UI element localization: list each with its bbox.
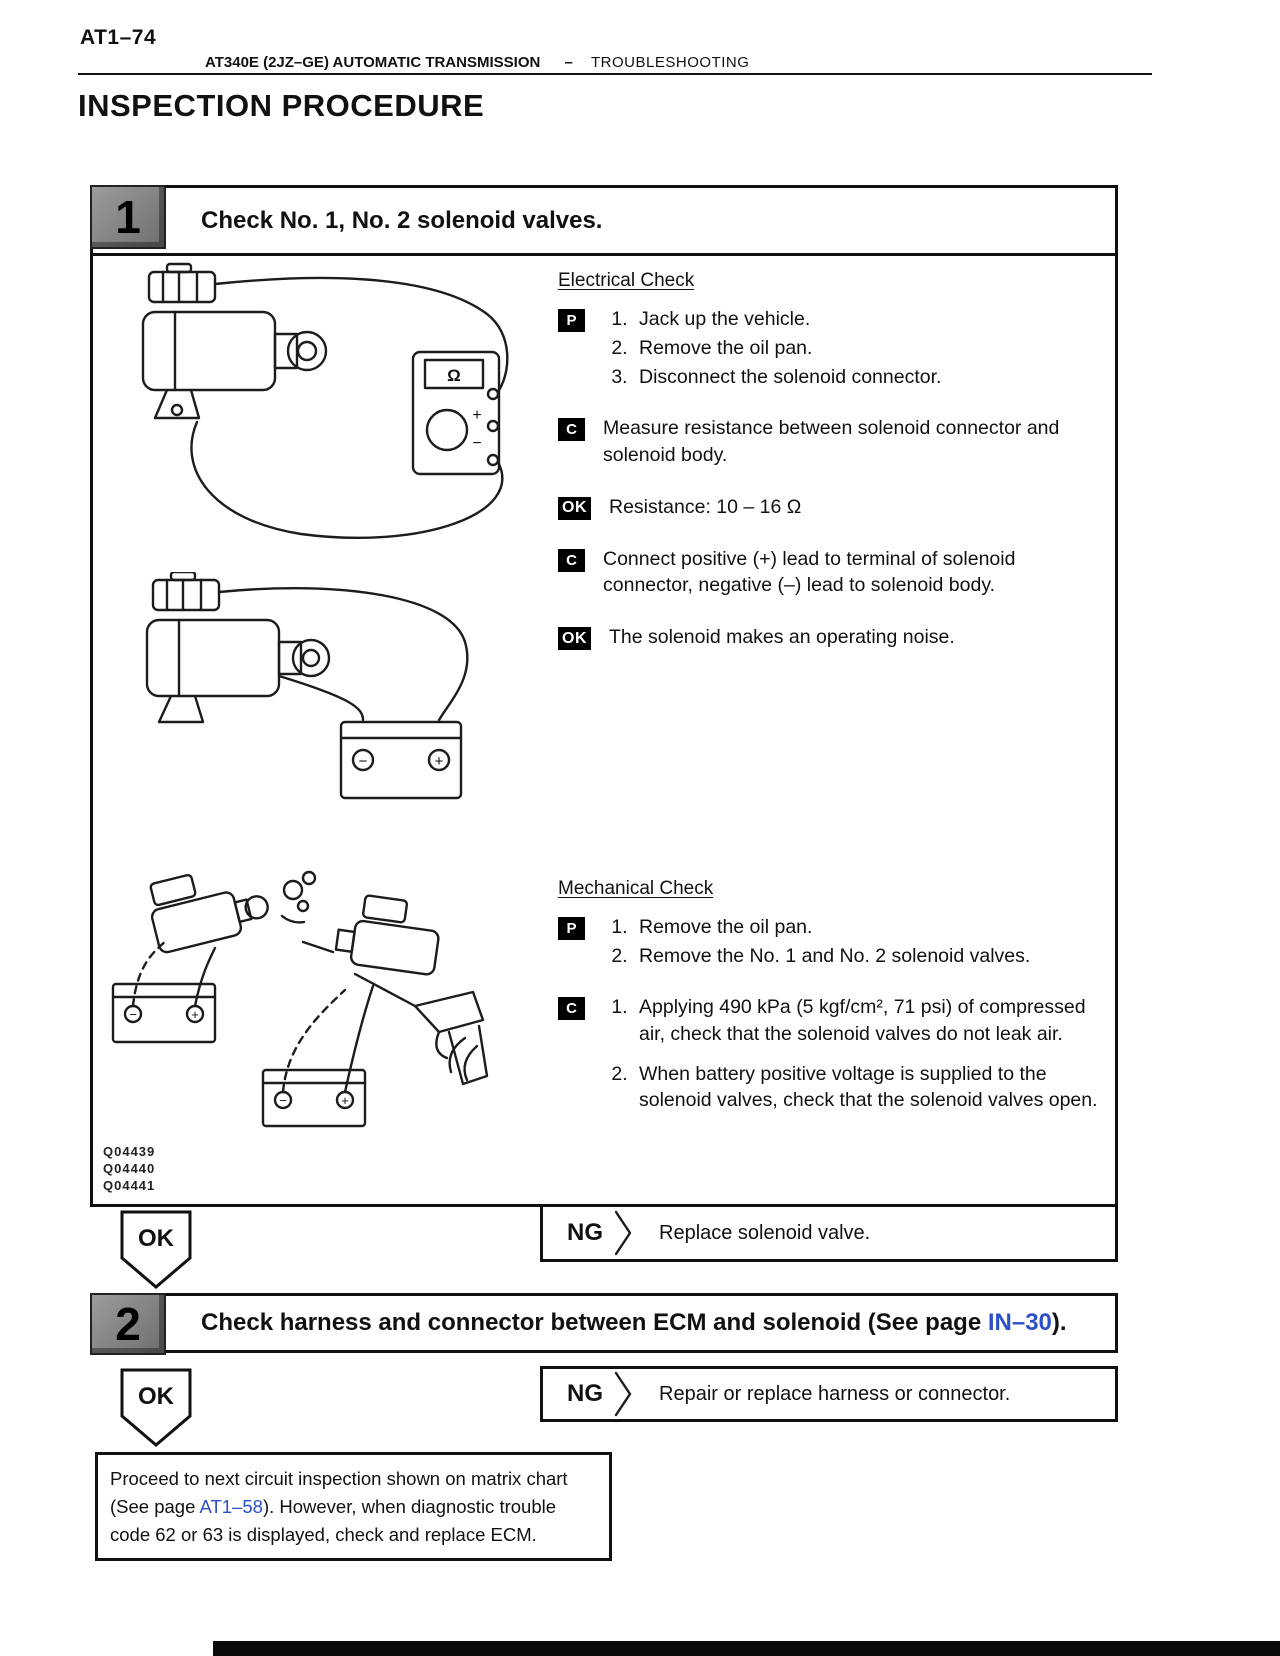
prep-step: Disconnect the solenoid connector.	[633, 364, 941, 390]
footer-note-text: Proceed to next circuit inspection shown…	[110, 1468, 568, 1517]
air-check-illustration: − +	[111, 870, 489, 1128]
electrical-check-heading: Electrical Check	[558, 270, 695, 291]
ohmmeter-icon: Ω + −	[411, 350, 501, 476]
ok-badge: OK	[558, 627, 591, 650]
electrical-check2-row: C Connect positive (+) lead to terminal …	[558, 546, 1106, 598]
ohmmeter-plus: +	[472, 407, 481, 424]
prepare-badge: P	[558, 917, 585, 941]
electrical-prep-row: P Jack up the vehicle. Remove the oil pa…	[558, 306, 1106, 393]
ng-label: NG	[567, 1219, 603, 1246]
mechanical-check-list: Applying 490 kPa (5 kgf/cm², 71 psi) of …	[603, 994, 1106, 1127]
battery-plus: +	[435, 753, 444, 770]
ok-text: The solenoid makes an operating noise.	[609, 626, 955, 648]
running-header-dash: –	[564, 54, 573, 71]
prep-step: Jack up the vehicle.	[633, 306, 941, 332]
step1-ok-pentagon: OK	[120, 1210, 192, 1289]
check-badge: C	[558, 418, 585, 442]
prepare-badge: P	[558, 309, 585, 332]
figure-code: Q04440	[103, 1160, 156, 1176]
battery-lead-wires	[217, 587, 469, 722]
ng-label: NG	[567, 1380, 603, 1407]
electrical-prep-list: Jack up the vehicle. Remove the oil pan.…	[603, 306, 941, 393]
mechanical-check-heading: Mechanical Check	[558, 878, 714, 900]
solenoid-right-icon	[334, 894, 440, 976]
prep-step: Remove the No. 1 and No. 2 solenoid valv…	[633, 943, 1030, 969]
step1-header: 1 Check No. 1, No. 2 solenoid valves.	[90, 185, 1115, 256]
step1-ng-box: NG Replace solenoid valve.	[540, 1204, 1118, 1262]
battery-plus: +	[191, 1007, 199, 1022]
battery-left-icon: − +	[111, 938, 217, 1044]
step1-body: Ω + −	[93, 256, 1115, 1201]
solenoid-battery-illustration: − +	[145, 572, 469, 800]
footer-page-link[interactable]: AT1–58	[199, 1495, 263, 1517]
footer-note-tail: ). However, when diagnostic trouble code…	[110, 1495, 557, 1545]
header-rule	[78, 73, 1152, 75]
ok-label: OK	[138, 1383, 175, 1410]
check-badge: C	[558, 997, 585, 1021]
battery-minus: −	[359, 753, 368, 770]
scan-artifact-bar	[213, 1641, 1280, 1656]
electrical-check1-row: C Measure resistance between solenoid co…	[558, 415, 1106, 467]
step2-header: 2 Check harness and connector between EC…	[90, 1293, 1115, 1355]
ok-badge: OK	[558, 496, 591, 520]
step2-box: 2 Check harness and connector between EC…	[90, 1293, 1118, 1355]
battery-plus: +	[341, 1093, 349, 1108]
ng-action: Repair or replace harness or connector.	[659, 1382, 1011, 1405]
ng-chevron-icon	[614, 1371, 632, 1417]
solenoid-connector-icon	[151, 572, 221, 612]
mechanical-prep-list: Remove the oil pan. Remove the No. 1 and…	[603, 914, 1030, 972]
solenoid-body-icon	[145, 618, 331, 724]
figure-codes: Q04439 Q04440 Q04441	[103, 1144, 155, 1195]
step2-title-text: Check harness and connector between ECM …	[201, 1309, 988, 1336]
step1-number-tile: 1	[90, 185, 166, 249]
solenoid-connector-icon	[147, 262, 217, 304]
step2-ng-box: NG Repair or replace harness or connecto…	[540, 1366, 1118, 1422]
air-puffs-icon	[280, 870, 317, 924]
page-number: AT1–74	[80, 26, 157, 49]
ok-text: Resistance: 10 – 16 Ω	[609, 495, 802, 518]
page-title: INSPECTION PROCEDURE	[78, 88, 485, 123]
step2-page-link[interactable]: IN–30	[987, 1309, 1052, 1336]
step1-box: 1 Check No. 1, No. 2 solenoid valves.	[90, 185, 1118, 1207]
electrical-ok1-row: OK Resistance: 10 – 16 Ω	[558, 494, 1106, 520]
ohmmeter-minus: −	[472, 435, 481, 452]
prep-step: Remove the oil pan.	[633, 335, 941, 361]
solenoid-body-icon	[141, 310, 328, 420]
ng-chevron-icon	[614, 1210, 632, 1256]
battery-minus: −	[279, 1093, 287, 1108]
ng-action: Replace solenoid valve.	[659, 1221, 871, 1244]
mechanical-check-row: C Applying 490 kPa (5 kgf/cm², 71 psi) o…	[558, 994, 1106, 1127]
footer-note-box: Proceed to next circuit inspection shown…	[95, 1452, 612, 1562]
step2-title-tail: ).	[1051, 1309, 1067, 1336]
figure-code: Q04439	[103, 1144, 156, 1159]
step1-instruction-column: Electrical Check P Jack up the vehicle. …	[558, 264, 1106, 1149]
battery-minus: −	[129, 1007, 137, 1022]
battery-icon: − +	[339, 720, 463, 800]
step2-title: Check harness and connector between ECM …	[201, 1309, 1067, 1337]
solenoid-left-icon	[149, 873, 269, 954]
mechanical-prep-row: P Remove the oil pan. Remove the No. 1 a…	[558, 914, 1106, 972]
check-step: When battery positive voltage is supplie…	[633, 1061, 1106, 1113]
prep-step: Remove the oil pan.	[633, 914, 1030, 940]
ok-label: OK	[138, 1225, 175, 1252]
step2-ok-pentagon: OK	[120, 1368, 192, 1447]
test-lead-wires	[190, 276, 509, 540]
running-header-title: AT340E (2JZ–GE) AUTOMATIC TRANSMISSION	[205, 54, 541, 71]
check-step: Applying 490 kPa (5 kgf/cm², 71 psi) of …	[633, 994, 1106, 1046]
battery-right-icon: − +	[261, 984, 375, 1128]
check-badge: C	[558, 548, 585, 572]
step1-illustration-column: Ω + −	[93, 256, 555, 1201]
figure-code: Q04441	[103, 1177, 156, 1193]
check-text: Connect positive (+) lead to terminal of…	[603, 547, 1016, 596]
ohmmeter-symbol: Ω	[447, 366, 461, 385]
step2-number-tile: 2	[90, 1293, 166, 1355]
air-gun-icon	[301, 940, 489, 1086]
running-header-section: TROUBLESHOOTING	[591, 54, 750, 71]
step1-title: Check No. 1, No. 2 solenoid valves.	[201, 206, 603, 234]
running-header: AT340E (2JZ–GE) AUTOMATIC TRANSMISSION –…	[205, 54, 749, 71]
solenoid-ohmmeter-illustration: Ω + −	[141, 262, 509, 540]
electrical-ok2-row: OK The solenoid makes an operating noise…	[558, 624, 1106, 650]
check-text: Measure resistance between solenoid conn…	[603, 417, 1060, 466]
